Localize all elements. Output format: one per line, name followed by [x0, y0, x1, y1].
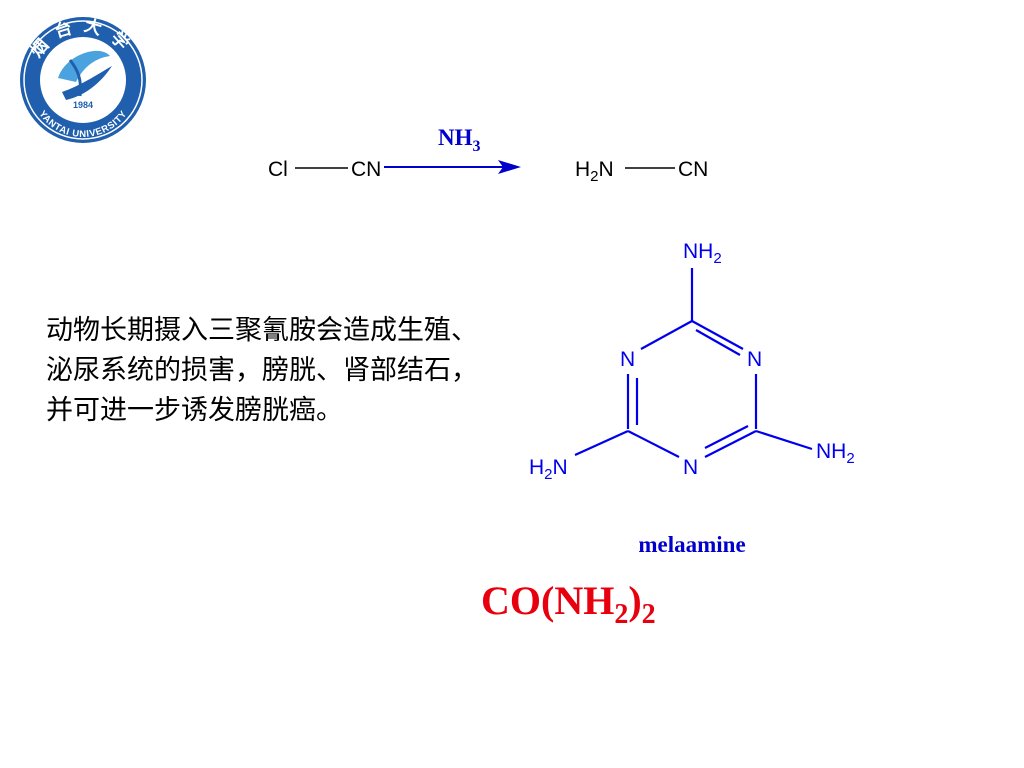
melamine-structure: [574, 268, 813, 458]
ring-bond: [640, 320, 693, 350]
reaction-scheme: Cl CN NH3 H2N CN: [268, 125, 708, 185]
atom-bottom-ring-n: N: [683, 456, 698, 479]
ring-bond: [627, 430, 680, 458]
product-cn: CN: [678, 158, 708, 181]
atom-right-ring-n: N: [747, 348, 762, 371]
logo-ring-border: [23, 20, 143, 140]
ring-bond-double: [704, 425, 749, 449]
urea-formula: CO(NH2)2: [481, 578, 656, 630]
description-line: 动物长期摄入三聚氰胺会造成生殖、: [46, 315, 478, 346]
melamine-atom-labels: NH2 N N N NH2 H2N: [529, 240, 855, 483]
logo-inner-disc: [40, 37, 126, 123]
reaction-arrow-icon: [498, 160, 521, 174]
atom-right-nh2: NH2: [816, 440, 855, 467]
logo-stroke-icon: [68, 59, 82, 97]
logo-year: 1984: [73, 100, 93, 110]
university-logo: 1984 烟台大学 YANTAI UNIVERSITY: [20, 15, 146, 143]
description-text: 动物长期摄入三聚氰胺会造成生殖、 泌尿系统的损害，膀胱、肾部结石， 并可进一步诱…: [46, 311, 606, 431]
atom-left-ring-n: N: [620, 348, 635, 371]
substituent-bond: [574, 429, 629, 457]
atom-top-nh2: NH2: [683, 240, 722, 267]
product-h2n: H2N: [575, 158, 614, 185]
substituent-bond: [755, 429, 813, 451]
logo-wing-icon: [58, 50, 110, 82]
ring-bond: [691, 320, 744, 350]
ring-bond-double: [695, 329, 741, 356]
atom-left-h2n: H2N: [529, 456, 568, 483]
reagent-label: NH3: [438, 125, 481, 155]
reactant-cl: Cl: [268, 158, 288, 181]
ring-bond: [704, 430, 757, 458]
description-line: 泌尿系统的损害，膀胱、肾部结石，: [46, 355, 478, 386]
reactant-cn: CN: [351, 158, 381, 181]
logo-wave-icon: [62, 66, 112, 100]
description-line: 并可进一步诱发膀胱癌。: [46, 395, 343, 426]
melamine-label: melaamine: [638, 532, 745, 557]
